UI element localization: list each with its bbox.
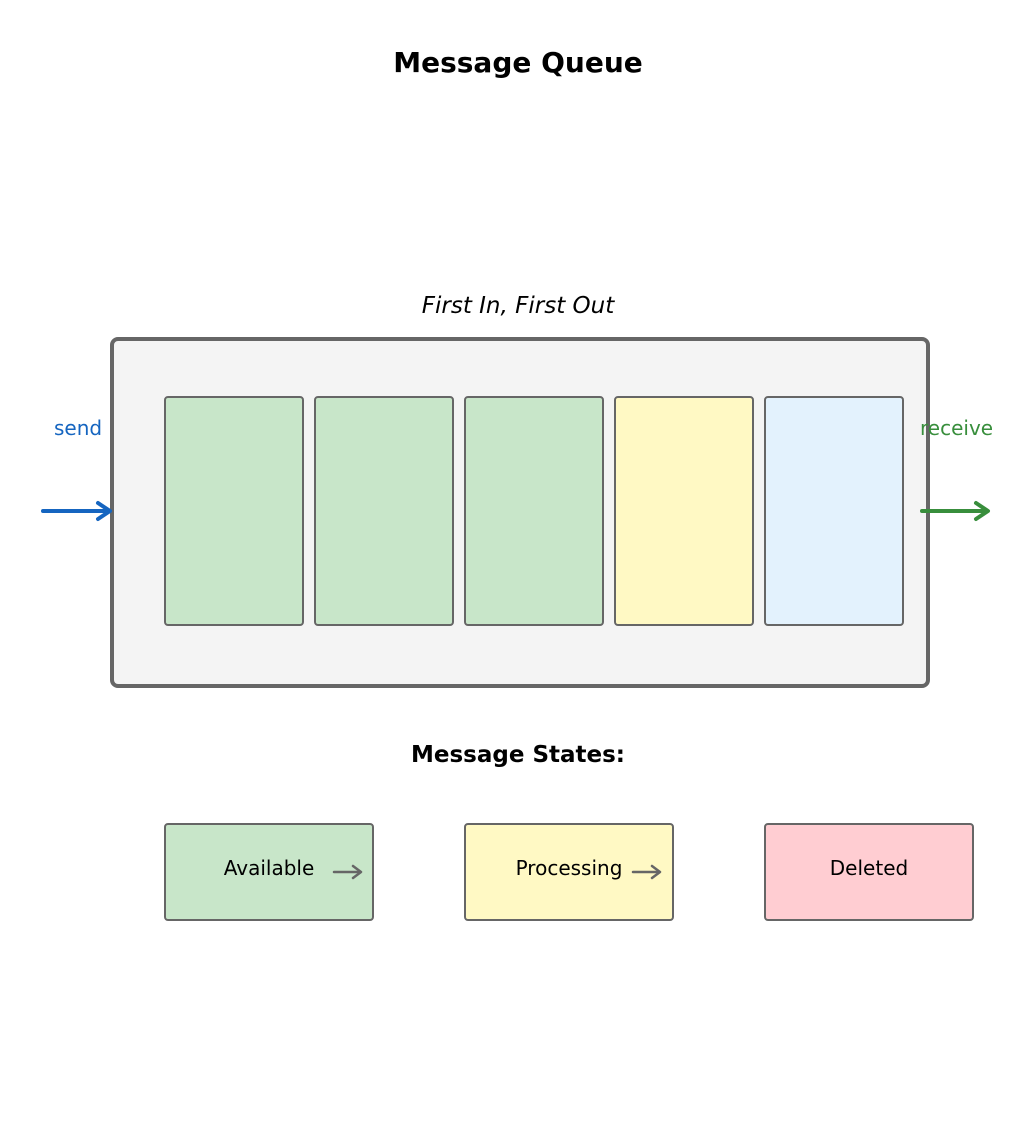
queue-slot-3 <box>464 396 604 626</box>
states-heading: Message States: <box>410 742 626 768</box>
queue-slot-4 <box>614 396 754 626</box>
queue-slot-2 <box>314 396 454 626</box>
state-label-available: Available <box>223 856 315 880</box>
send-arrow-icon <box>41 501 112 521</box>
queue-slot-5 <box>764 396 904 626</box>
state-label-deleted: Deleted <box>829 856 909 880</box>
state-label-processing: Processing <box>515 856 623 880</box>
queue-subtitle: First In, First Out <box>421 293 615 319</box>
send-label: send <box>54 416 103 440</box>
transition-arrow-icon-1 <box>332 864 363 880</box>
state-box-deleted: Deleted <box>764 823 974 921</box>
receive-label: receive <box>920 416 994 440</box>
queue-slot-1 <box>164 396 304 626</box>
receive-arrow-icon <box>920 501 990 521</box>
diagram-title: Message Queue <box>393 46 643 79</box>
transition-arrow-icon-2 <box>631 864 662 880</box>
